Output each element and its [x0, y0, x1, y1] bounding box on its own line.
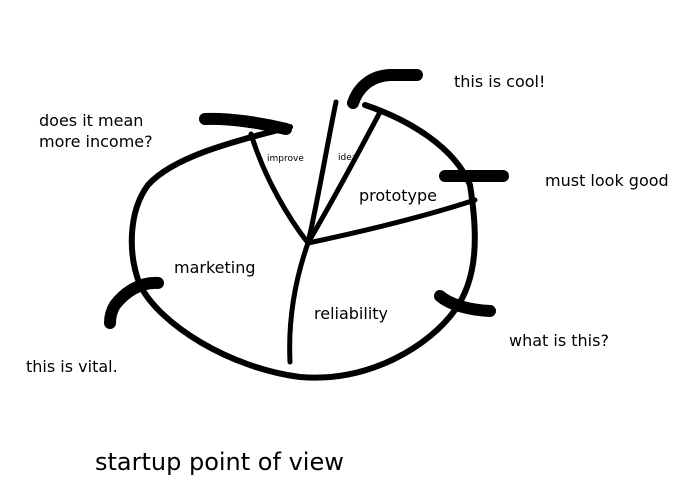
- note-cool: this is cool!: [454, 72, 546, 91]
- divider-prototype-reliability: [305, 197, 478, 246]
- divider-reliability-marketing: [287, 240, 311, 365]
- callout-mark-what: [434, 290, 496, 317]
- section-label-reliability: reliability: [314, 304, 388, 323]
- callout-mark-cool: [347, 69, 423, 109]
- note-look-good: must look good: [545, 171, 669, 190]
- callout-mark-income: [199, 112, 292, 135]
- section-label-improve: improve: [267, 154, 304, 164]
- section-label-prototype: prototype: [359, 186, 437, 205]
- note-income-line1: does it mean: [39, 111, 144, 130]
- section-label-marketing: marketing: [174, 258, 256, 277]
- note-vital: this is vital.: [26, 357, 118, 376]
- section-label-idea: idea: [338, 153, 358, 163]
- note-income-line2: more income?: [39, 132, 153, 151]
- divider-idea-prototype: [305, 109, 383, 246]
- note-what: what is this?: [509, 331, 609, 350]
- divider-improve-left: [248, 131, 311, 246]
- section-label-idea-clip: idea: [338, 152, 361, 166]
- callout-mark-vital: [104, 276, 164, 329]
- divider-improve-idea: [305, 99, 339, 246]
- pie-outline: [128, 102, 478, 381]
- diagram-caption: startup point of view: [95, 448, 344, 476]
